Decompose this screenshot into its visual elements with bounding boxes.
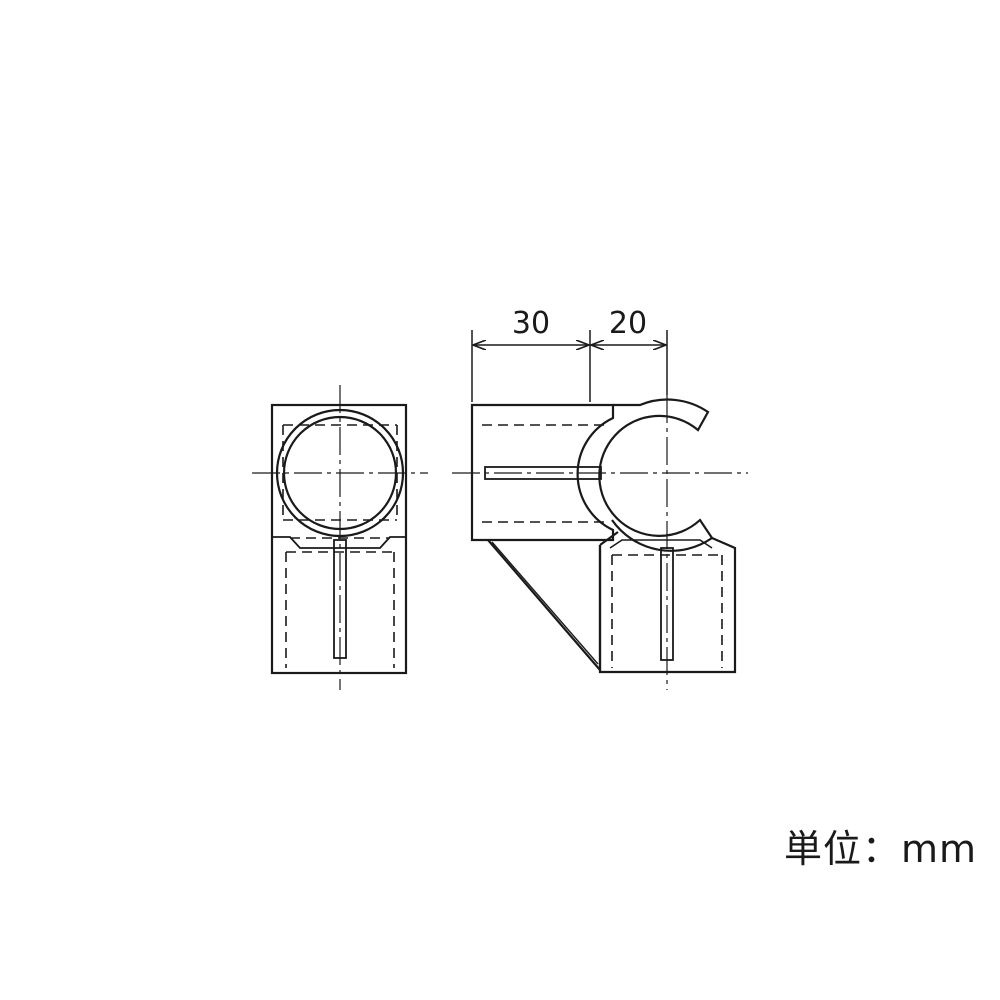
dimension-20-label: 20: [609, 306, 647, 341]
dimension-30-label: 30: [512, 306, 550, 341]
side-view: [452, 395, 748, 690]
front-view: [252, 385, 428, 690]
side-view-socket: [598, 398, 714, 552]
side-view-upper-body: [470, 403, 615, 542]
dimension-lines: [471, 330, 668, 402]
side-view-brace: [487, 539, 602, 673]
side-view-lower-body: [598, 531, 737, 674]
unit-label: 単位：mm: [784, 827, 978, 871]
front-view-outline: [270, 403, 408, 675]
